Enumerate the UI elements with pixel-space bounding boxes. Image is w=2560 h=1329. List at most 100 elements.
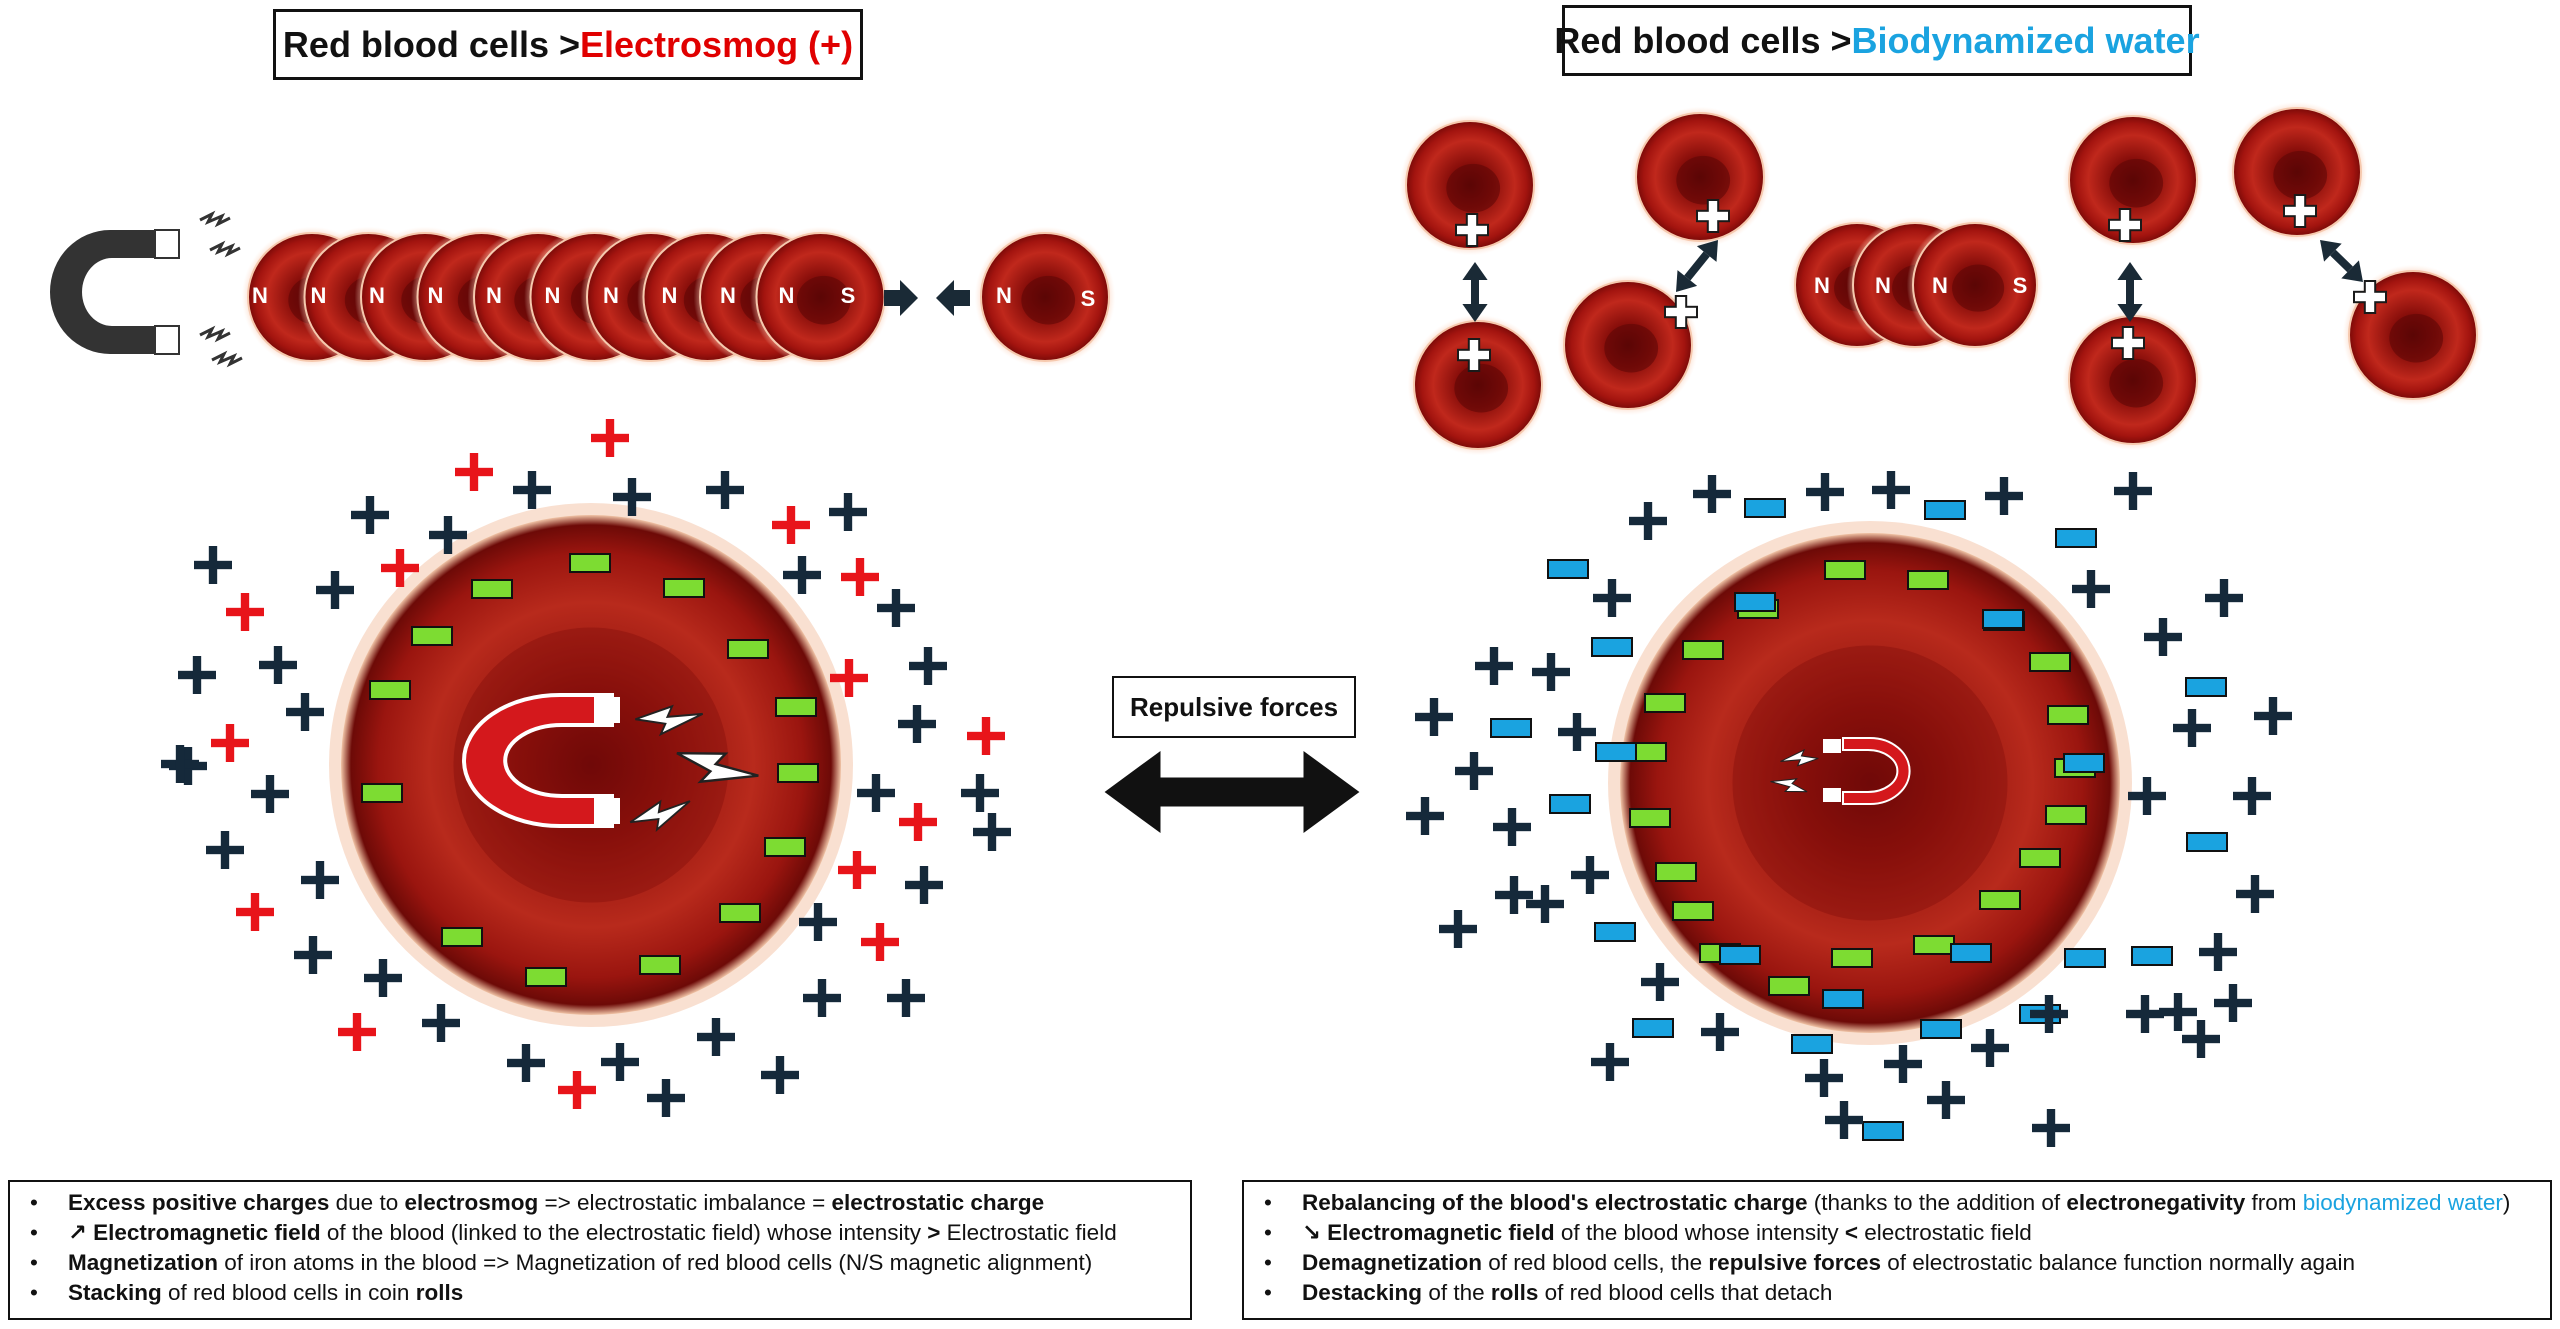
dark-plus-charge-icon <box>206 831 244 869</box>
dark-plus-charge-icon <box>301 861 339 899</box>
right-bullet-1: Rebalancing of the blood's electrostatic… <box>1264 1188 2538 1218</box>
dark-plus-charge-icon <box>2032 1109 2070 1147</box>
green-minus-charge-icon <box>441 927 483 947</box>
left-title-highlight: Electrosmog (+) <box>580 23 854 65</box>
dark-plus-charge-icon <box>259 646 297 684</box>
right-bullet-list: Rebalancing of the blood's electrostatic… <box>1258 1188 2538 1308</box>
green-minus-charge-icon <box>2029 652 2071 672</box>
pole-label: N <box>720 283 736 308</box>
double-arrow-icon <box>2320 240 2363 282</box>
dark-plus-charge-icon <box>2173 709 2211 747</box>
green-minus-charge-icon <box>1913 935 1955 955</box>
left-bullet-1: Excess positive charges due to electrosm… <box>30 1188 1178 1218</box>
dark-plus-charge-icon <box>2205 579 2243 617</box>
red-plus-charge-icon <box>381 549 419 587</box>
right-title: Red blood cells > Biodynamized water <box>1554 5 2200 76</box>
green-minus-charge-icon <box>777 763 819 783</box>
dark-plus-charge-icon <box>2128 777 2166 815</box>
red-plus-charge-icon <box>236 893 274 931</box>
large-red-blood-cell <box>329 503 853 1027</box>
dark-plus-charge-icon <box>1872 471 1910 509</box>
double-arrow-icon <box>1676 240 1718 292</box>
dark-plus-charge-icon <box>316 571 354 609</box>
dark-plus-charge-icon <box>1701 1013 1739 1051</box>
blue-minus-charge-icon <box>1822 989 1864 1009</box>
dark-plus-charge-icon <box>194 546 232 584</box>
dark-plus-charge-icon <box>1591 1043 1629 1081</box>
dark-plus-charge-icon <box>364 959 402 997</box>
red-plus-charge-icon <box>772 506 810 544</box>
separated-cell <box>2062 109 2204 251</box>
red-plus-charge-icon <box>558 1071 596 1109</box>
pole-label: N <box>1875 273 1891 298</box>
white-plus-icon <box>1457 338 1491 372</box>
white-plus-icon <box>2108 208 2142 242</box>
lightning-icon <box>629 799 691 832</box>
white-plus-icon <box>2111 326 2145 360</box>
green-minus-charge-icon <box>1644 693 1686 713</box>
red-plus-charge-icon <box>838 851 876 889</box>
blue-minus-charge-icon <box>2131 946 2173 966</box>
red-plus-charge-icon <box>338 1013 376 1051</box>
dark-plus-charge-icon <box>2236 875 2274 913</box>
dark-plus-charge-icon <box>1495 876 1533 914</box>
green-minus-charge-icon <box>719 903 761 923</box>
blue-minus-charge-icon <box>1490 718 1532 738</box>
blue-minus-charge-icon <box>1920 1019 1962 1039</box>
dark-plus-charge-icon <box>1406 797 1444 835</box>
pole-label: N <box>545 283 561 308</box>
blue-minus-charge-icon <box>1549 794 1591 814</box>
dark-plus-charge-icon <box>877 589 915 627</box>
stack-cell <box>1906 216 2044 354</box>
dark-plus-charge-icon <box>1985 477 2023 515</box>
red-plus-charge-icon <box>211 724 249 762</box>
dark-plus-charge-icon <box>1641 963 1679 1001</box>
green-minus-charge-icon <box>663 578 705 598</box>
dark-plus-charge-icon <box>961 774 999 812</box>
large-red-blood-cell <box>1608 521 2132 1045</box>
pole-label: N <box>311 283 327 308</box>
pole-label: S <box>1081 286 1096 311</box>
dark-plus-charge-icon <box>1593 579 1631 617</box>
single-cell <box>974 226 1116 368</box>
green-minus-charge-icon <box>1672 901 1714 921</box>
left-bullet-2: ↗ Electromagnetic field of the blood (li… <box>30 1218 1178 1248</box>
dark-plus-charge-icon <box>2114 472 2152 510</box>
dark-plus-charge-icon <box>829 493 867 531</box>
dark-plus-charge-icon <box>2254 697 2292 735</box>
green-minus-charge-icon <box>569 553 611 573</box>
dark-plus-charge-icon <box>783 556 821 594</box>
dark-plus-charge-icon <box>1825 1101 1863 1139</box>
red-magnet-icon <box>462 693 620 828</box>
dark-plus-charge-icon <box>2144 618 2182 656</box>
zigzag-icon <box>199 325 231 343</box>
white-plus-icon <box>2353 280 2387 314</box>
pole-label: N <box>1932 273 1948 298</box>
double-arrow-icon <box>2117 262 2143 322</box>
dark-plus-charge-icon <box>2214 984 2252 1022</box>
white-plus-icon <box>2283 194 2317 228</box>
red-plus-charge-icon <box>591 419 629 457</box>
red-plus-charge-icon <box>967 717 1005 755</box>
pole-label: S <box>841 283 856 308</box>
zigzag-icon <box>199 210 231 228</box>
dark-plus-charge-icon <box>761 1056 799 1094</box>
left-bullet-list: Excess positive charges due to electrosm… <box>24 1188 1178 1308</box>
green-minus-charge-icon <box>1682 640 1724 660</box>
dark-plus-charge-icon <box>1571 856 1609 894</box>
dark-plus-charge-icon <box>1455 752 1493 790</box>
blue-minus-charge-icon <box>1744 498 1786 518</box>
repulsive-forces-text: Repulsive forces <box>1129 691 1339 722</box>
pole-label: N <box>662 283 678 308</box>
green-minus-charge-icon <box>1979 890 2021 910</box>
pole-label: S <box>2013 273 2028 298</box>
pole-label: N <box>996 283 1012 308</box>
right-bullet-4: Destacking of the rolls of red blood cel… <box>1264 1278 2538 1308</box>
dark-plus-charge-icon <box>601 1043 639 1081</box>
white-plus-icon <box>1696 199 1730 233</box>
blue-minus-charge-icon <box>1862 1121 1904 1141</box>
green-minus-charge-icon <box>764 837 806 857</box>
dark-plus-charge-icon <box>1532 653 1570 691</box>
pole-label: N <box>779 283 795 308</box>
